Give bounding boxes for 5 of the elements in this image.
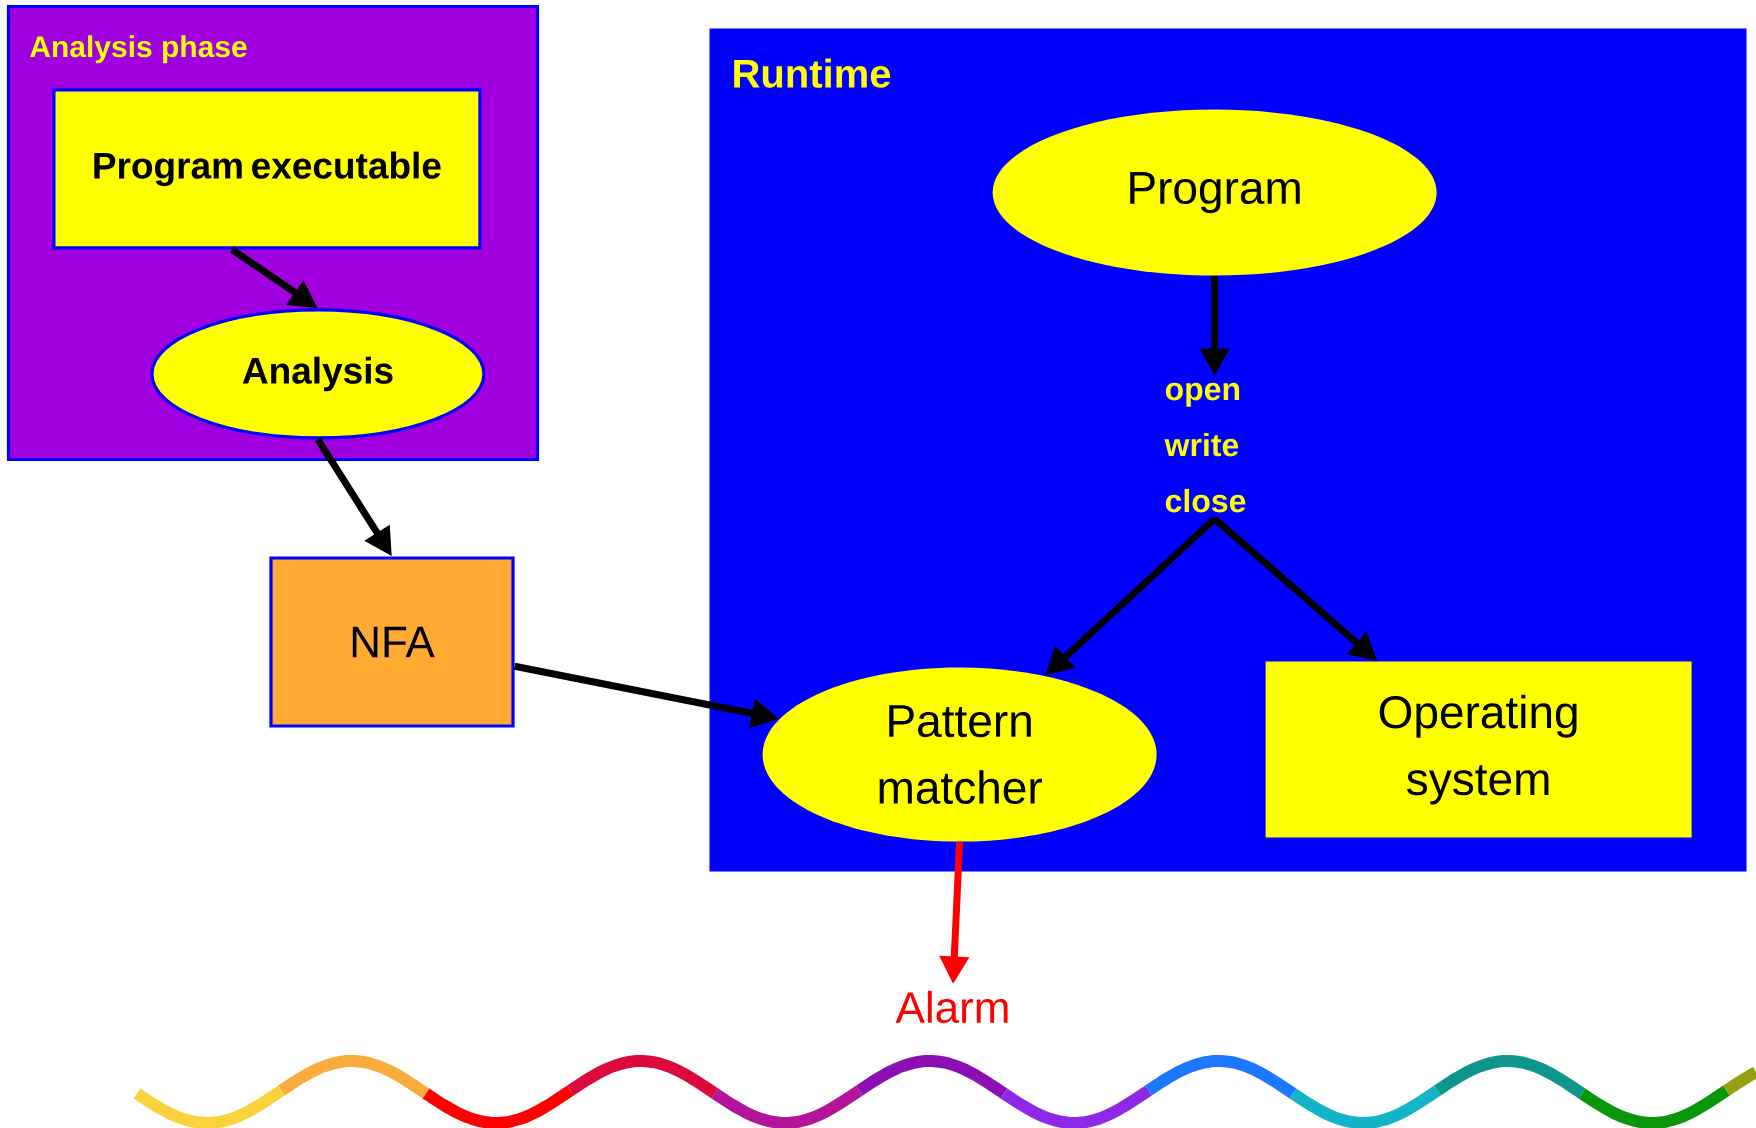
process-box: Program executable — [52, 88, 482, 250]
call-list: open write close — [1164, 382, 1246, 513]
process-box: NFA — [269, 556, 515, 728]
alarm-label: Alarm — [895, 990, 1008, 1024]
process-box: Operating system — [1265, 661, 1692, 838]
